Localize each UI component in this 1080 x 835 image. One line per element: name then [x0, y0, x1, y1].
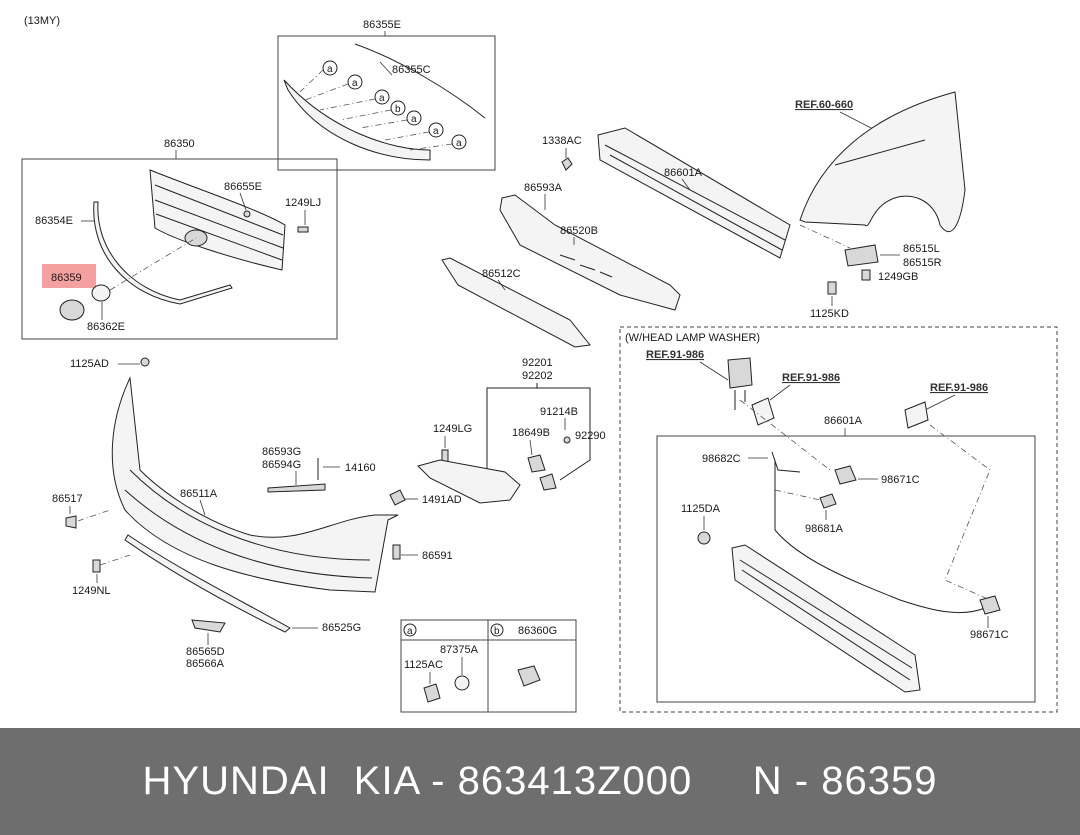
energy-absorber-part [499, 194, 681, 311]
lower-absorber-part [441, 257, 591, 348]
label-86601a-washer: 86601A [824, 415, 863, 427]
radiator-grille-part [149, 169, 286, 271]
svg-text:a: a [456, 138, 462, 149]
label-86354e: 86354E [35, 215, 73, 227]
svg-text:a: a [352, 78, 358, 89]
label-86593g: 86593G [262, 446, 301, 458]
label-92290: 92290 [575, 430, 606, 442]
label-86350: 86350 [164, 138, 195, 150]
washer-cap-part [904, 401, 929, 429]
label-1249lg: 1249LG [433, 423, 472, 435]
fender-part [799, 91, 966, 232]
label-86512c: 86512C [482, 268, 521, 280]
emblem-86359-part [59, 299, 85, 321]
fog-lamp-part [417, 459, 521, 504]
label-86566a: 86566A [186, 658, 225, 670]
svg-text:a: a [407, 626, 413, 637]
label-86359: 86359 [51, 272, 82, 284]
callout-group-86355e: a a a b a a a [299, 60, 467, 151]
label-1125ad: 1125AD [70, 358, 109, 370]
label-86362e: 86362E [87, 321, 125, 333]
svg-text:a: a [433, 126, 439, 137]
grille-molding-part [283, 79, 431, 161]
label-86511a: 86511A [180, 488, 218, 500]
label-ref-91-986-c: REF.91-986 [930, 382, 988, 394]
front-bumper-beam-part [597, 127, 791, 259]
label-86515r: 86515R [903, 257, 942, 269]
label-86593a: 86593A [524, 182, 563, 194]
label-86355e: 86355E [363, 19, 401, 31]
washer-inner-box [656, 435, 1036, 703]
label-14160: 14160 [345, 462, 376, 474]
label-86517: 86517 [52, 493, 83, 505]
washer-bumper-beam-part [731, 544, 921, 693]
skid-plate-part [191, 619, 226, 633]
box-86355e [277, 35, 496, 171]
label-86515l: 86515L [903, 243, 940, 255]
model-code: (13MY) [24, 15, 60, 27]
label-ref-91-986-a: REF.91-986 [646, 349, 704, 361]
molding-strip-part [354, 43, 486, 119]
label-ref-91-986-b: REF.91-986 [782, 372, 840, 384]
label-86594g: 86594G [262, 459, 301, 471]
label-86601a-top: 86601A [664, 167, 703, 179]
washer-title: (W/HEAD LAMP WASHER) [625, 332, 760, 344]
label-1125ac: 1125AC [404, 659, 443, 671]
label-98681a: 98681A [805, 523, 844, 535]
label-ref-60-660: REF.60-660 [795, 99, 853, 111]
label-86591: 86591 [422, 550, 453, 562]
label-1125da: 1125DA [681, 503, 721, 515]
label-86520b: 86520B [560, 225, 598, 237]
label-92201: 92201 [522, 357, 553, 369]
svg-text:b: b [494, 626, 500, 637]
front-bumper-cover-part [111, 376, 399, 593]
clip-86360g-part [517, 665, 541, 687]
label-98671c-a: 98671C [881, 474, 920, 486]
bumper-lower-lip-part [124, 534, 291, 633]
label-1491ad: 1491AD [422, 494, 462, 506]
washer-outer-box [619, 326, 1058, 713]
emblem-base-part [91, 284, 111, 302]
label-1249gb: 1249GB [878, 271, 918, 283]
grille-lower-molding-part [93, 201, 233, 305]
box-86350 [21, 158, 338, 340]
washer-pump-part [727, 357, 753, 389]
svg-text:a: a [327, 64, 333, 75]
label-18649b: 18649B [512, 427, 550, 439]
highlight-86359 [42, 264, 96, 288]
label-91214b: 91214B [540, 406, 578, 418]
svg-text:a: a [411, 114, 417, 125]
label-86360g: 86360G [518, 625, 557, 637]
label-1338ac: 1338AC [542, 135, 582, 147]
label-87375a: 87375A [440, 644, 479, 656]
label-86355c: 86355C [392, 64, 431, 76]
label-86525g: 86525G [322, 622, 361, 634]
label-98671c-b: 98671C [970, 629, 1009, 641]
parts-diagram: (13MY) 86355E 86355C a a a b a a a 86350… [21, 15, 1058, 713]
label-86655e: 86655E [224, 181, 262, 193]
washer-hose-part [774, 460, 986, 614]
label-86565d: 86565D [186, 646, 225, 658]
label-92202: 92202 [522, 370, 553, 382]
label-1125kd: 1125KD [810, 308, 849, 320]
svg-text:a: a [379, 93, 385, 104]
label-98682c: 98682C [702, 453, 741, 465]
part-number-caption: HYUNDAI KIA - 863413Z000 N - 86359 [142, 759, 938, 803]
washer-nozzle-cover-part [751, 397, 775, 426]
svg-text:b: b [395, 104, 401, 115]
label-1249nl: 1249NL [72, 585, 111, 597]
footer-bar: HYUNDAI KIA - 863413Z000 N - 86359 [0, 728, 1080, 835]
label-1249lj: 1249LJ [285, 197, 321, 209]
